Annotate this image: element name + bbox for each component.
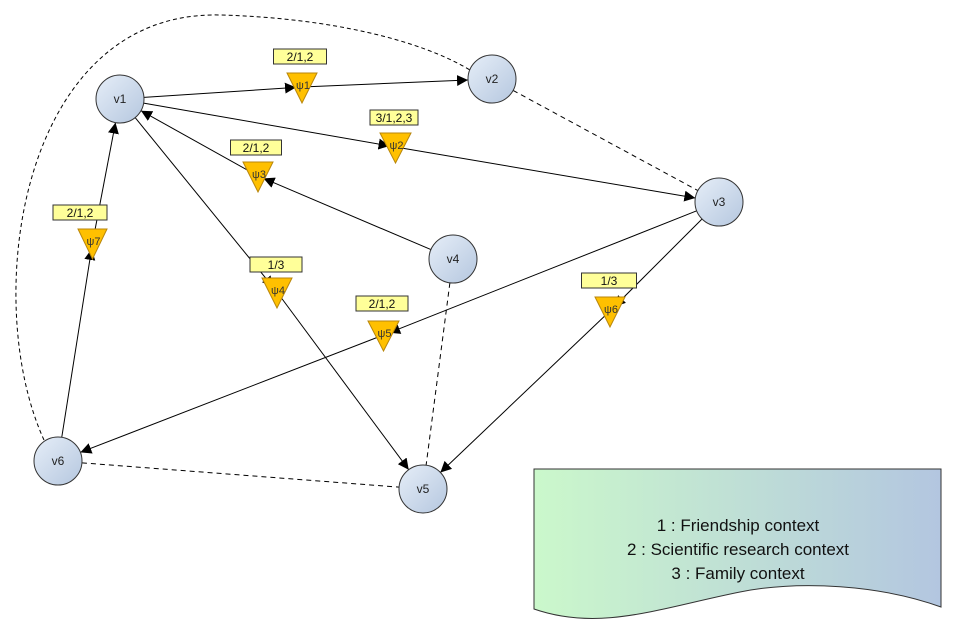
- node-label: v2: [486, 72, 499, 86]
- relation-triangle-icon: [286, 72, 318, 105]
- node-label: v4: [447, 252, 460, 266]
- node-circle: [95, 74, 145, 124]
- node-v3[interactable]: v3: [694, 177, 744, 227]
- dashed-link-v6-v2: [15, 14, 471, 441]
- vertices: v1 v2 v3 v4 v5 v6: [33, 54, 744, 514]
- relation-symbol: ψ5: [378, 328, 392, 340]
- node-label: v6: [52, 454, 65, 468]
- edge-psi3-to-v1: [140, 110, 259, 177]
- relation-psi4[interactable]: 1/3 ψ4: [249, 256, 303, 310]
- edge-v1-to-psi2: [143, 102, 390, 150]
- context-label: 3/1,2,3: [376, 111, 413, 125]
- edge-v4-to-psi3: [263, 177, 432, 251]
- legend-shape: [533, 468, 942, 619]
- relation-symbol: ψ2: [390, 140, 404, 152]
- context-label: 2/1,2: [287, 50, 314, 64]
- relation-psi1[interactable]: 2/1,2 ψ1: [273, 48, 327, 105]
- edge-psi4-to-v5: [276, 291, 410, 471]
- relation-triangle-icon: [261, 277, 293, 310]
- context-label-box: [52, 204, 108, 221]
- relation-triangle-icon: [594, 296, 626, 329]
- legend: 1 : Friendship context 2 : Scientific re…: [533, 468, 942, 619]
- dashed-link-v6-v5: [81, 462, 400, 488]
- node-v2[interactable]: v2: [467, 54, 517, 104]
- context-label-box: [273, 48, 327, 65]
- node-label: v5: [417, 482, 430, 496]
- edge-psi1-to-v2: [301, 74, 469, 88]
- node-label: v1: [114, 92, 127, 106]
- node-circle: [398, 464, 448, 514]
- legend-item-family: 3 : Family context: [671, 564, 804, 583]
- relation-symbol: ψ7: [87, 236, 101, 248]
- relation-triangle-icon: [77, 228, 108, 261]
- node-circle: [428, 234, 478, 284]
- context-label: 2/1,2: [243, 141, 270, 155]
- context-label: 2/1,2: [67, 206, 94, 220]
- relation-symbol: ψ4: [271, 285, 285, 297]
- legend-item-friendship: 1 : Friendship context: [657, 516, 820, 535]
- relation-triangle-icon: [367, 320, 400, 353]
- node-circle: [467, 54, 517, 104]
- relation-markers: 2/1,2 ψ1 3/1,2,3 ψ2 2/1,2 ψ3 1/3 ψ4 2/1,2 ψ5 1/3 ψ6…: [52, 48, 637, 353]
- node-v1[interactable]: v1: [95, 74, 145, 124]
- edge-v3-to-psi6: [613, 218, 703, 308]
- dashed-link-v2-v3: [512, 89, 699, 192]
- relation-psi6[interactable]: 1/3 ψ6: [581, 272, 637, 329]
- relation-symbol: ψ3: [252, 169, 266, 181]
- relation-triangle-icon: [379, 132, 412, 165]
- relation-symbol: ψ6: [604, 304, 618, 316]
- relation-psi7[interactable]: 2/1,2 ψ7: [52, 204, 108, 261]
- node-label: v3: [713, 195, 726, 209]
- context-label-box: [369, 109, 419, 126]
- relation-psi3[interactable]: 2/1,2 ψ3: [230, 139, 282, 194]
- node-circle: [33, 436, 83, 486]
- edge-v6-to-psi7: [61, 248, 96, 438]
- node-v4[interactable]: v4: [428, 234, 478, 284]
- context-label-box: [230, 139, 282, 156]
- edge-v3-to-psi5: [388, 210, 697, 334]
- node-v5[interactable]: v5: [398, 464, 448, 514]
- node-v6[interactable]: v6: [33, 436, 83, 486]
- edge-psi7-to-v1: [92, 122, 119, 244]
- edge-psi2-to-v3: [395, 146, 696, 202]
- context-label-box: [355, 295, 409, 312]
- relation-triangle-icon: [242, 161, 274, 194]
- context-label-box: [581, 272, 637, 289]
- context-label: 1/3: [601, 274, 618, 288]
- dashed-link-v4-v5: [425, 282, 451, 466]
- node-circle: [694, 177, 744, 227]
- context-label: 1/3: [268, 258, 285, 272]
- edge-psi5-to-v6: [80, 334, 384, 454]
- edge-v1-to-psi1: [143, 82, 297, 98]
- dashed-links: [15, 14, 699, 488]
- relation-psi2[interactable]: 3/1,2,3 ψ2: [369, 109, 419, 165]
- relation-psi5[interactable]: 2/1,2 ψ5: [355, 295, 409, 353]
- edge-psi6-to-v5: [440, 310, 611, 473]
- relation-symbol: ψ1: [296, 80, 310, 92]
- context-label-box: [249, 256, 303, 273]
- directed-edges: [61, 74, 703, 473]
- legend-item-scientific-research: 2 : Scientific research context: [627, 540, 849, 559]
- context-label: 2/1,2: [369, 297, 396, 311]
